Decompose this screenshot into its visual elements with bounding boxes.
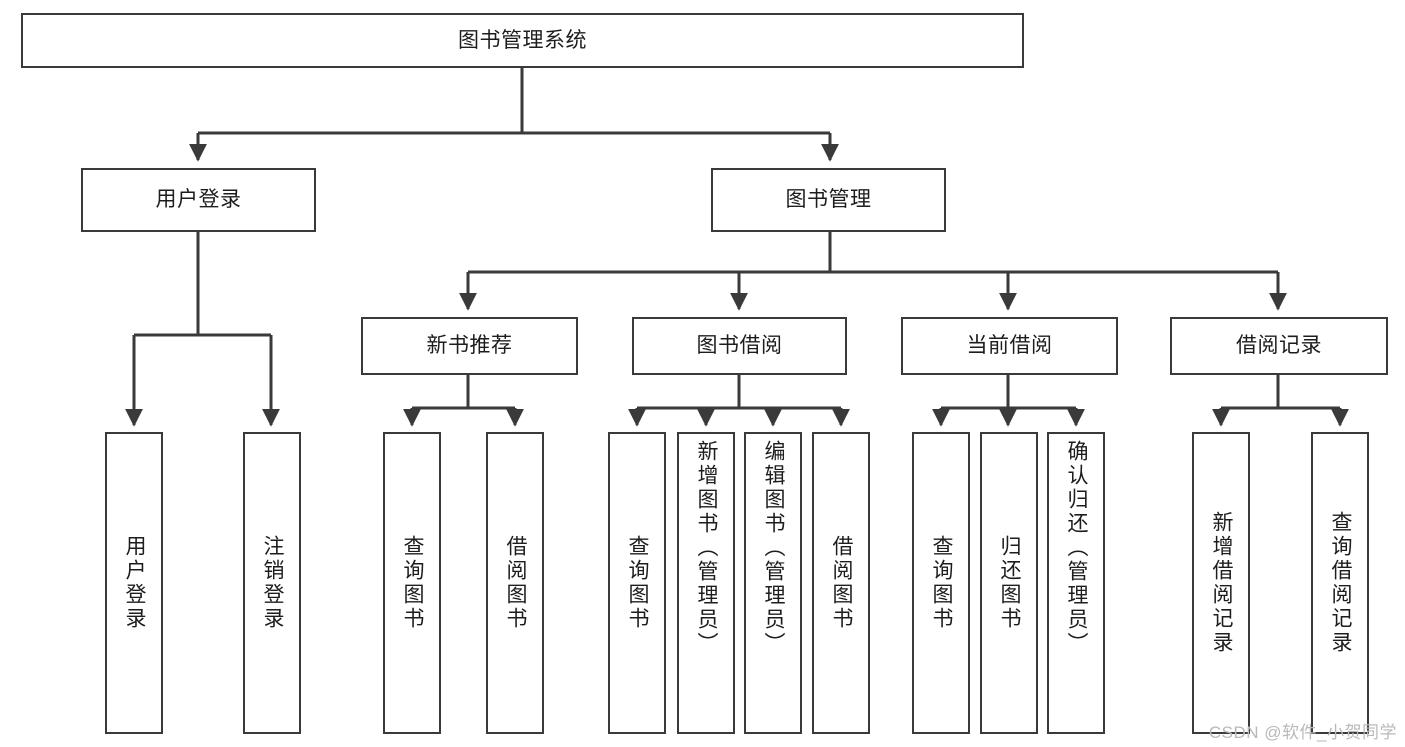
node-label: 用户登录 xyxy=(155,188,242,212)
node-label: 编辑图书（管理员） xyxy=(762,440,786,656)
leaf-book-borrow-query-book[interactable]: 查询图书 xyxy=(608,432,666,734)
node-book-borrow[interactable]: 图书借阅 xyxy=(632,317,847,375)
node-borrow-record[interactable]: 借阅记录 xyxy=(1170,317,1388,375)
node-label: 图书管理系统 xyxy=(458,28,587,52)
node-current-borrow[interactable]: 当前借阅 xyxy=(901,317,1118,375)
node-root-book-management-system[interactable]: 图书管理系统 xyxy=(21,13,1024,68)
node-label: 用户登录 xyxy=(123,535,147,631)
node-label: 新增图书（管理员） xyxy=(695,440,719,656)
leaf-book-borrow-edit-book-admin[interactable]: 编辑图书（管理员） xyxy=(744,432,802,734)
node-label: 查询图书 xyxy=(401,535,425,631)
node-label: 借阅图书 xyxy=(830,535,854,631)
node-new-book-recommend[interactable]: 新书推荐 xyxy=(361,317,578,375)
node-label: 图书管理 xyxy=(785,188,872,212)
leaf-borrow-record-query-record[interactable]: 查询借阅记录 xyxy=(1311,432,1369,734)
node-label: 借阅图书 xyxy=(504,535,528,631)
node-label: 注销登录 xyxy=(261,535,285,631)
leaf-new-book-query-book[interactable]: 查询图书 xyxy=(383,432,441,734)
node-label: 归还图书 xyxy=(998,535,1022,631)
node-label: 查询借阅记录 xyxy=(1329,511,1353,655)
leaf-current-borrow-return-book[interactable]: 归还图书 xyxy=(980,432,1038,734)
node-label: 确认归还（管理员） xyxy=(1065,440,1089,656)
leaf-new-book-borrow-book[interactable]: 借阅图书 xyxy=(486,432,544,734)
node-user-login[interactable]: 用户登录 xyxy=(81,168,316,232)
leaf-book-borrow-borrow-book[interactable]: 借阅图书 xyxy=(812,432,870,734)
leaf-user-login-logout[interactable]: 注销登录 xyxy=(243,432,301,734)
node-label: 新书推荐 xyxy=(426,334,513,358)
leaf-borrow-record-add-record[interactable]: 新增借阅记录 xyxy=(1192,432,1250,734)
node-label: 借阅记录 xyxy=(1236,334,1322,358)
node-label: 查询图书 xyxy=(626,535,650,631)
node-label: 图书借阅 xyxy=(696,334,783,358)
leaf-book-borrow-add-book-admin[interactable]: 新增图书（管理员） xyxy=(677,432,735,734)
leaf-user-login-login[interactable]: 用户登录 xyxy=(105,432,163,734)
node-label: 当前借阅 xyxy=(966,334,1053,358)
node-label: 查询图书 xyxy=(930,535,954,631)
node-book-management[interactable]: 图书管理 xyxy=(711,168,946,232)
leaf-current-borrow-confirm-return-admin[interactable]: 确认归还（管理员） xyxy=(1047,432,1105,734)
leaf-current-borrow-query-book[interactable]: 查询图书 xyxy=(912,432,970,734)
watermark-text: CSDN @软件_小贺同学 xyxy=(1208,723,1397,742)
node-label: 新增借阅记录 xyxy=(1210,511,1234,655)
